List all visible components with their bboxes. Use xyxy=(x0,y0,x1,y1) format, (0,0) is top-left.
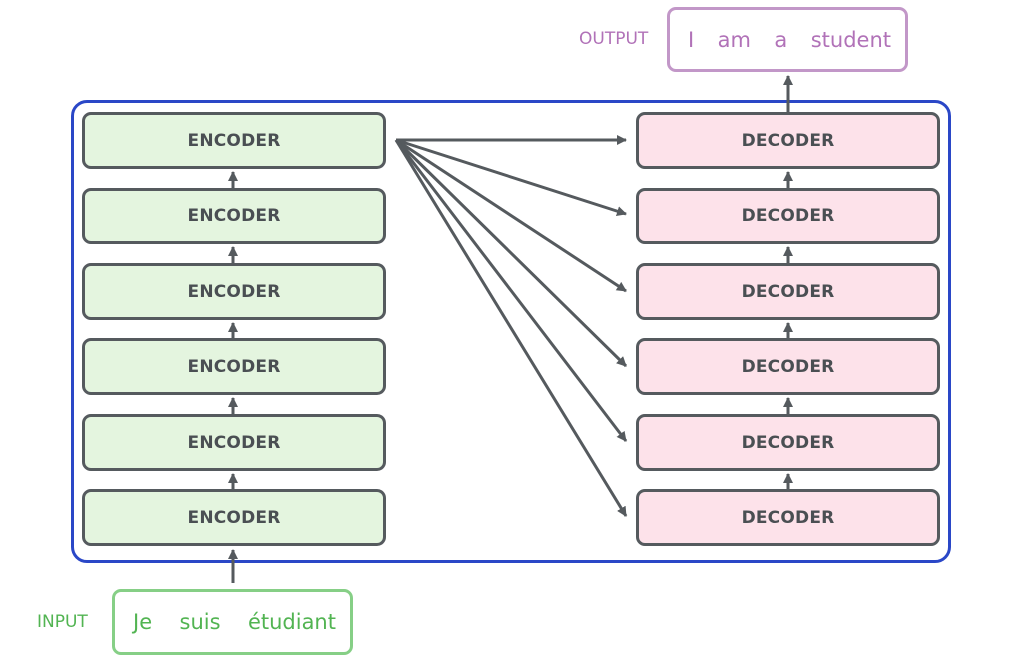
model-container xyxy=(71,100,951,563)
decoder-block: DECODER xyxy=(636,414,940,471)
decoder-block: DECODER xyxy=(636,263,940,320)
output-token: student xyxy=(810,27,891,52)
encoder-label: ENCODER xyxy=(187,432,281,453)
decoder-label: DECODER xyxy=(741,281,835,302)
cross-arrow xyxy=(395,138,627,293)
input-token: suis xyxy=(179,610,221,634)
encoder-block: ENCODER xyxy=(82,338,386,395)
encoder-block: ENCODER xyxy=(82,188,386,244)
decoder-block: DECODER xyxy=(636,188,940,244)
decoder-label: DECODER xyxy=(741,432,835,453)
decoder-block: DECODER xyxy=(636,112,940,169)
encoder-block: ENCODER xyxy=(82,489,386,546)
encoder-block: ENCODER xyxy=(82,414,386,471)
input-sentence-box: Je suis étudiant xyxy=(112,589,353,655)
decoder-label: DECODER xyxy=(741,206,835,226)
encoder-label: ENCODER xyxy=(187,130,281,151)
cross-arrow xyxy=(394,139,628,517)
decoder-label: DECODER xyxy=(741,356,835,377)
input-token: Je xyxy=(133,610,153,634)
cross-arrow xyxy=(394,139,628,442)
encoder-label: ENCODER xyxy=(187,281,281,302)
cross-arrow xyxy=(394,138,628,368)
decoder-block: DECODER xyxy=(636,338,940,395)
decoder-label: DECODER xyxy=(741,130,835,151)
encoder-label: ENCODER xyxy=(187,356,281,377)
encoder-block: ENCODER xyxy=(82,112,386,169)
output-sentence-box: I am a student xyxy=(667,7,908,72)
input-label: INPUT xyxy=(37,612,88,632)
output-token: a xyxy=(774,27,788,52)
output-label: OUTPUT xyxy=(579,29,649,49)
decoder-block: DECODER xyxy=(636,489,940,546)
decoder-label: DECODER xyxy=(741,507,835,528)
cross-arrow xyxy=(395,138,627,217)
output-token: I xyxy=(688,27,695,52)
input-token: étudiant xyxy=(247,610,336,634)
encoder-label: ENCODER xyxy=(187,206,281,226)
output-token: am xyxy=(717,27,751,52)
encoder-block: ENCODER xyxy=(82,263,386,320)
encoder-label: ENCODER xyxy=(187,507,281,528)
